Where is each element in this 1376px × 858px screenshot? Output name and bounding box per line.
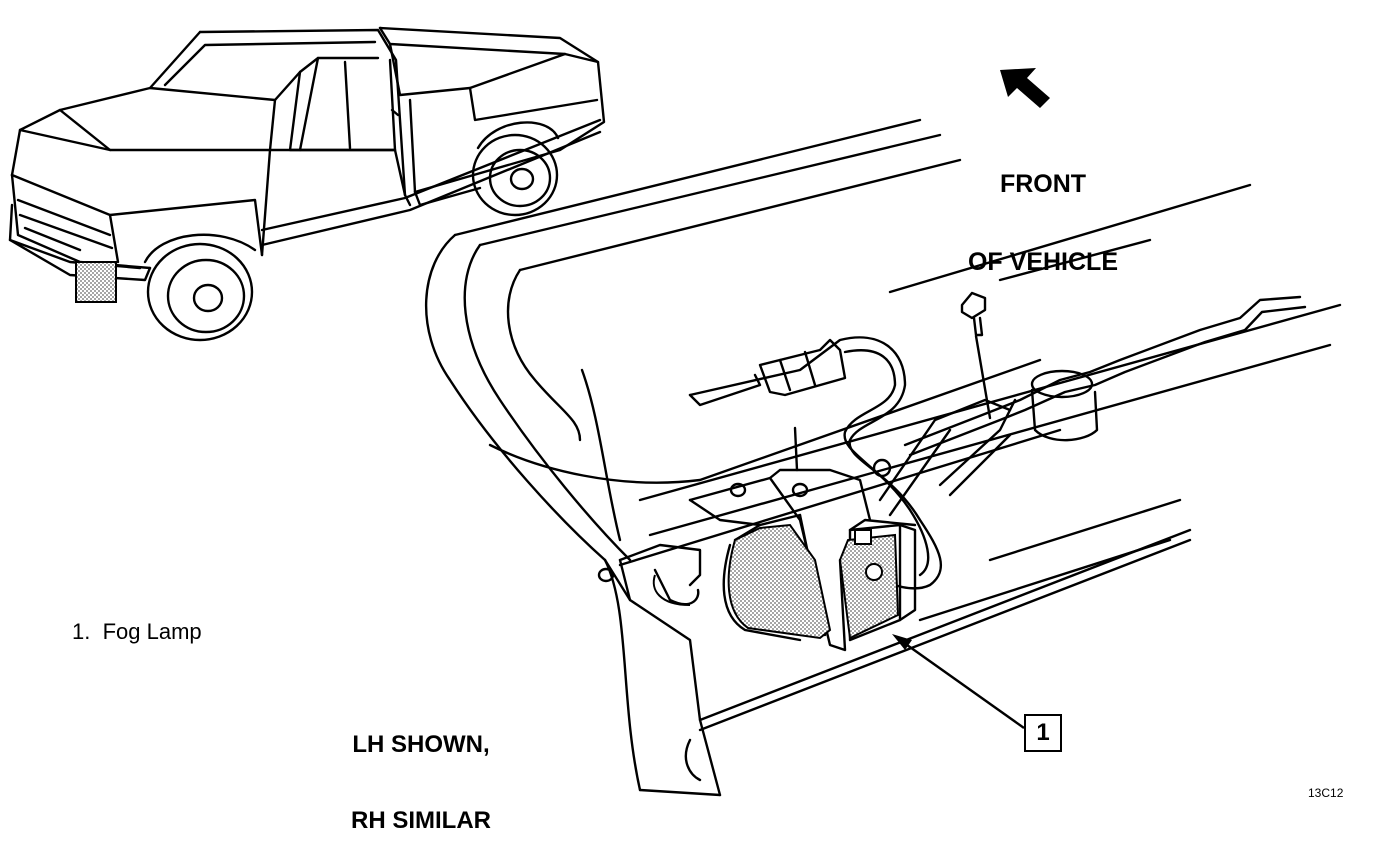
front-label-line1: FRONT bbox=[999, 169, 1087, 198]
side-note-label: LH SHOWN, RH SIMILAR bbox=[336, 682, 506, 858]
legend-item: 1. Fog Lamp bbox=[72, 619, 202, 644]
fog-lamp bbox=[652, 523, 900, 640]
bumper-assembly bbox=[425, 118, 1342, 797]
side-note-line1: LH SHOWN, bbox=[352, 731, 490, 759]
callout-leader bbox=[892, 634, 1025, 729]
front-label-line2: OF VEHICLE bbox=[967, 248, 1118, 277]
fog-lamp-diagram bbox=[8, 26, 1342, 797]
front-arrow-icon bbox=[1000, 68, 1050, 108]
pickup-truck-illustration bbox=[8, 26, 606, 342]
side-note-line2: RH SIMILAR bbox=[351, 806, 491, 834]
truck-fog-lamp-highlight bbox=[75, 261, 117, 303]
figure-code: 13C12 bbox=[1308, 786, 1344, 800]
callout-number-box: 1 bbox=[1024, 714, 1062, 752]
front-of-vehicle-label: FRONT OF VEHICLE bbox=[962, 118, 1124, 302]
